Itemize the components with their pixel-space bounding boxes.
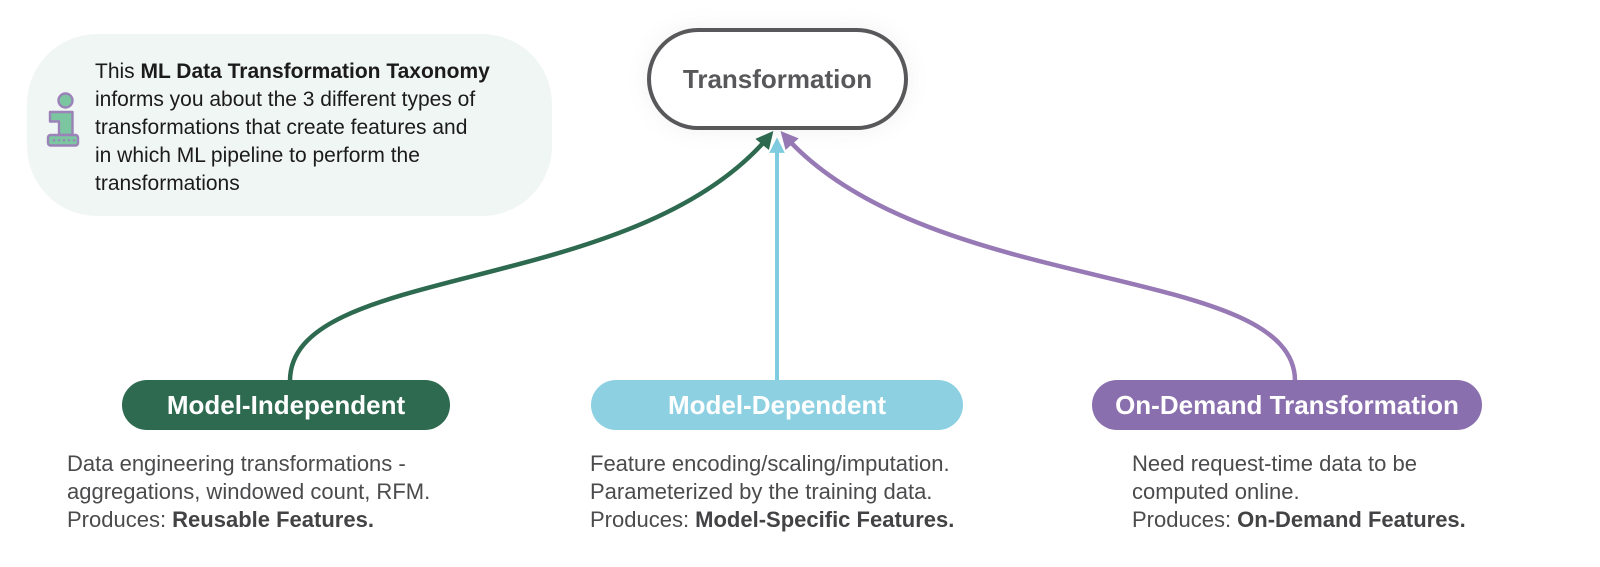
info-line2: informs you about the 3 different types … bbox=[95, 88, 476, 111]
info-line3: transformations that create features and bbox=[95, 116, 468, 139]
produces-label: Produces: bbox=[67, 507, 173, 532]
edge-on-demand bbox=[780, 131, 1298, 385]
produces-label: Produces: bbox=[590, 507, 696, 532]
produces-period: . bbox=[948, 507, 955, 532]
desc-line: Data engineering transformations - bbox=[67, 451, 406, 476]
produces-feature-type: Model-Specific Features bbox=[695, 507, 949, 532]
produces-period: . bbox=[367, 507, 374, 532]
desc-model-independent: Data engineering transformations - aggre… bbox=[67, 450, 487, 534]
info-callout: This ML Data Transformation Taxonomy inf… bbox=[27, 34, 552, 216]
produces-feature-type: On-Demand Features bbox=[1237, 507, 1460, 532]
node-model-dependent: Model-Dependent bbox=[591, 380, 963, 430]
edge-model-independent bbox=[287, 130, 774, 385]
desc-produces-line: Produces: On-Demand Features. bbox=[1132, 506, 1532, 534]
desc-line: aggregations, windowed count, RFM. bbox=[67, 479, 431, 504]
desc-line: Need request-time data to be bbox=[1132, 451, 1417, 476]
node-model-independent: Model-Independent bbox=[122, 380, 450, 430]
desc-line: Parameterized by the training data. bbox=[590, 479, 933, 504]
info-line1-prefix: This bbox=[95, 60, 141, 83]
node-transformation: Transformation bbox=[647, 28, 908, 130]
produces-period: . bbox=[1459, 507, 1466, 532]
produces-label: Produces: bbox=[1132, 507, 1238, 532]
node-on-demand-transformation: On-Demand Transformation bbox=[1092, 380, 1482, 430]
info-line4: in which ML pipeline to perform the bbox=[95, 144, 420, 167]
desc-produces-line: Produces: Reusable Features. bbox=[67, 506, 487, 534]
info-title-bold: ML Data Transformation Taxonomy bbox=[140, 60, 490, 83]
desc-line: Feature encoding/scaling/imputation. bbox=[590, 451, 950, 476]
desc-on-demand-transformation: Need request-time data to be computed on… bbox=[1132, 450, 1532, 534]
desc-model-dependent: Feature encoding/scaling/imputation. Par… bbox=[590, 450, 1010, 534]
info-icon bbox=[46, 92, 80, 147]
info-line5: transformations bbox=[95, 172, 240, 195]
info-text: This ML Data Transformation Taxonomy inf… bbox=[95, 58, 547, 198]
produces-feature-type: Reusable Features bbox=[172, 507, 368, 532]
desc-line: computed online. bbox=[1132, 479, 1300, 504]
desc-produces-line: Produces: Model-Specific Features. bbox=[590, 506, 1010, 534]
